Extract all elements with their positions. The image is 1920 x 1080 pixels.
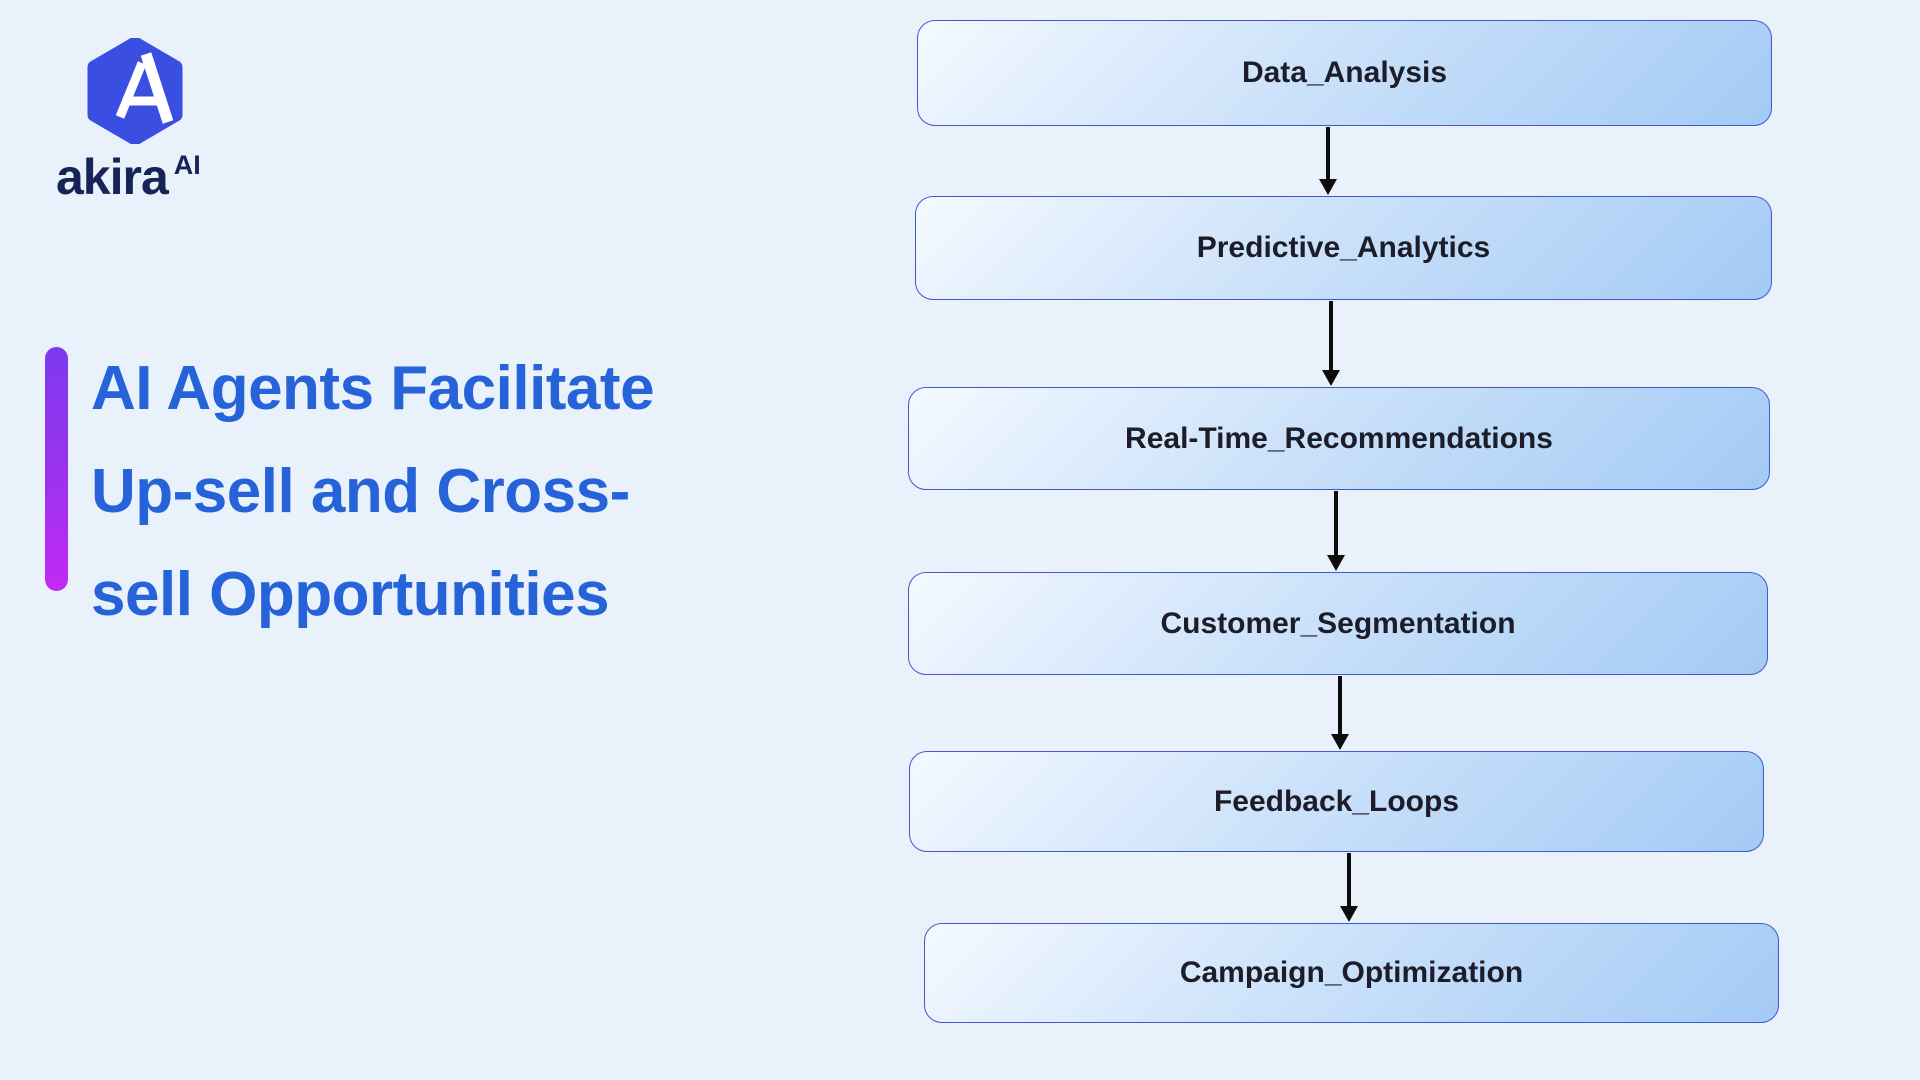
flow-node-label: Campaign_Optimization	[1179, 956, 1524, 989]
flow-node-label: Real-Time_Recommendations	[1125, 421, 1553, 455]
flow-node-feedback-loops: Feedback_Loops	[909, 751, 1764, 852]
title-line-2: Up-sell and Cross-	[91, 457, 630, 526]
brand-suffix: AI	[173, 150, 201, 180]
brand-name: akira	[56, 149, 169, 205]
flow-node-real-time-recommendations: Real-Time_Recommendations	[908, 387, 1770, 490]
flow-node-label: Customer_Segmentation	[1160, 606, 1516, 640]
flow-node-label: Feedback_Loops	[1213, 784, 1460, 818]
flow-node-predictive-analytics: Predictive_Analytics	[915, 196, 1772, 300]
down-arrow-icon	[1322, 301, 1340, 386]
title-line-3: sell Opportunities	[91, 560, 610, 629]
flow-node-label: Data_Analysis	[1241, 56, 1448, 89]
down-arrow-icon	[1340, 853, 1358, 922]
page-title: AI Agents Facilitate Up-sell and Cross- …	[91, 337, 655, 646]
flow-node-campaign-optimization: Campaign_Optimization	[924, 923, 1779, 1023]
akira-logo-icon	[87, 38, 183, 144]
flow-node-label: Predictive_Analytics	[1196, 231, 1491, 264]
hero-section: AI Agents Facilitate Up-sell and Cross- …	[45, 337, 655, 646]
flow-node-customer-segmentation: Customer_Segmentation	[908, 572, 1768, 675]
accent-bar	[45, 347, 68, 591]
flow-node-data-analysis: Data_Analysis	[917, 20, 1772, 126]
title-line-1: AI Agents Facilitate	[91, 354, 655, 423]
down-arrow-icon	[1327, 491, 1345, 571]
down-arrow-icon	[1331, 676, 1349, 750]
down-arrow-icon	[1319, 127, 1337, 195]
